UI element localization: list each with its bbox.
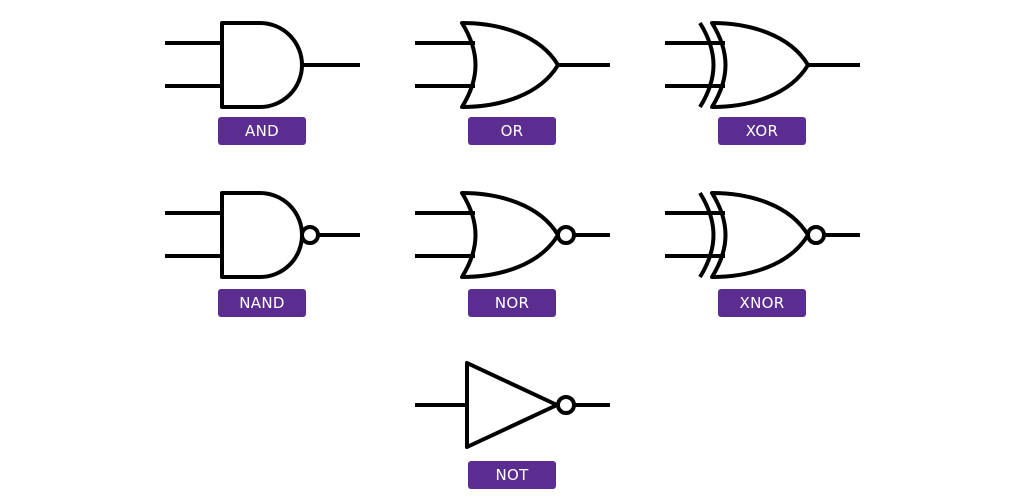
nand-label: NAND	[218, 289, 306, 317]
not-label: NOT	[468, 461, 556, 489]
and-gate-symbol	[165, 21, 360, 109]
and-label: AND	[218, 117, 306, 145]
or-gate-symbol	[415, 21, 610, 109]
nor-gate-symbol	[415, 191, 610, 279]
or-label: OR	[468, 117, 556, 145]
xnor-label: XNOR	[718, 289, 806, 317]
nand-gate-symbol	[165, 191, 360, 279]
xor-label: XOR	[718, 117, 806, 145]
xor-gate-symbol	[665, 21, 860, 109]
not-gate-symbol	[415, 361, 610, 449]
nor-label: NOR	[468, 289, 556, 317]
xnor-gate-symbol	[665, 191, 860, 279]
